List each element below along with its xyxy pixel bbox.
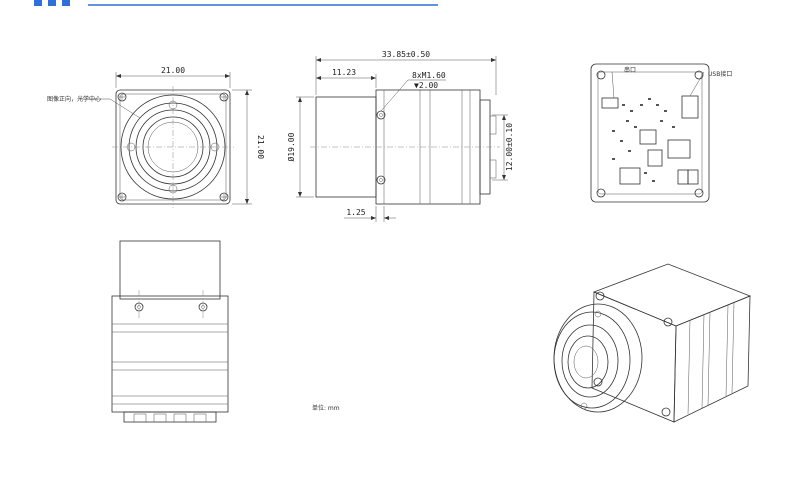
usb-port-label: USB接口 [708, 70, 732, 78]
hole-spacing-dimension: 12.00±0.10 [505, 123, 514, 171]
header-accent-bar [34, 0, 438, 6]
serial-port-label: 串口 [624, 66, 636, 74]
thread-spec-label: 8xM1.60 [412, 71, 446, 80]
corner-screw-icon [117, 92, 229, 202]
front-height-dimension: 21.00 [256, 135, 265, 159]
unit-note: 单位: mm [312, 404, 340, 412]
thread-depth-label: ▼2.00 [414, 81, 438, 90]
front-view: 21.00 21.00 图像正向，光学中心 [47, 66, 265, 208]
flange-thickness-dimension: 1.25 [346, 208, 365, 217]
side-view: 33.85±0.50 11.23 8xM1.60 ▼2.00 Ø19.00 12… [286, 50, 514, 222]
bottom-view [111, 240, 229, 423]
optical-center-callout: 图像正向，光学中心 [47, 95, 101, 103]
overall-length-dimension: 33.85±0.50 [382, 50, 430, 59]
front-width-dimension: 21.00 [161, 66, 185, 75]
isometric-view [553, 263, 752, 423]
rear-view: 串口 USB接口 [590, 63, 732, 203]
lens-offset-dimension: 11.23 [332, 68, 356, 77]
barrel-diameter-dimension: Ø19.00 [286, 132, 296, 161]
